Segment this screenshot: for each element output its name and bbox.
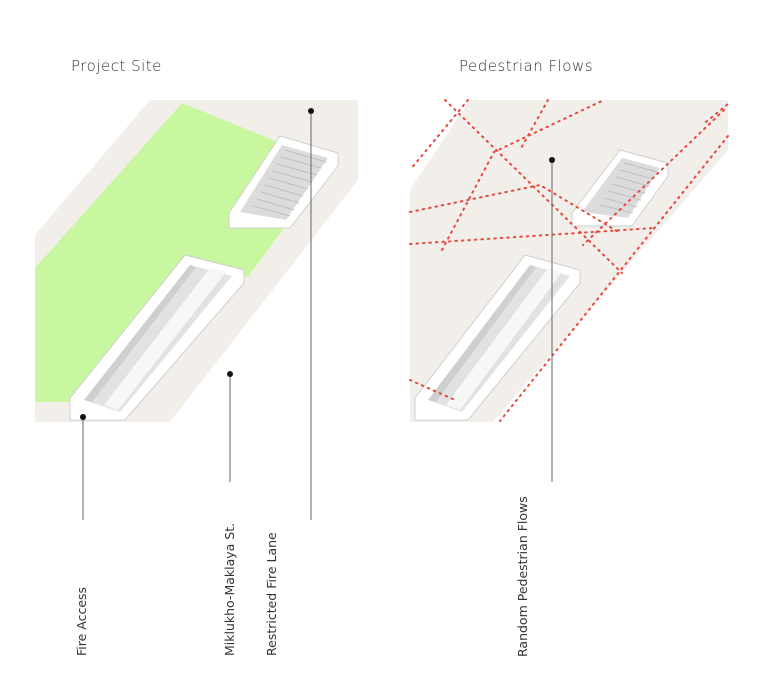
long-trough-left bbox=[69, 254, 245, 421]
restricted-lane-marker bbox=[308, 108, 314, 114]
random-flows-marker bbox=[549, 157, 555, 163]
random-pedestrian-flows-label: Random Pedestrian Flows bbox=[515, 496, 530, 657]
pedestrian-flows-title: Pedestrian Flows bbox=[459, 57, 594, 75]
project-site-title: Project Site bbox=[71, 57, 162, 75]
stair-steps bbox=[252, 149, 327, 217]
left-leaders bbox=[82, 111, 312, 520]
street-marker bbox=[227, 371, 233, 377]
restricted-fire-lane-label: Restricted Fire Lane bbox=[264, 532, 279, 656]
fire-access-label: Fire Access bbox=[74, 586, 89, 656]
restricted-fire-lane-area bbox=[35, 103, 293, 402]
street-label: Miklukho-Maklaya St. bbox=[222, 522, 237, 656]
pedestrian-flows-panel bbox=[409, 99, 729, 482]
fire-access-marker bbox=[80, 414, 86, 420]
pedestrian-flow-paths bbox=[409, 99, 729, 422]
stair-entrance-right bbox=[571, 149, 669, 227]
long-trough-right bbox=[414, 254, 581, 421]
project-site-panel bbox=[35, 100, 358, 520]
